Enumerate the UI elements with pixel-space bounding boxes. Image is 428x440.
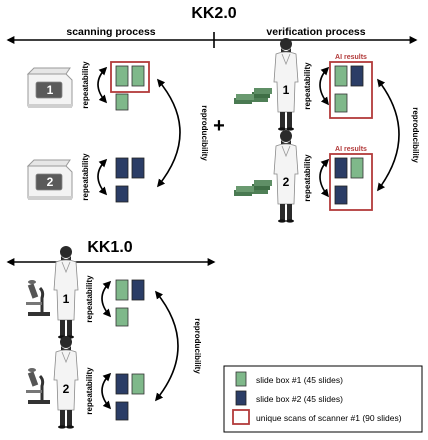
reproducibility-label-1: reproducibility [200, 105, 209, 161]
legend-swatch-red [232, 409, 250, 425]
scanner-1-number: 1 [47, 83, 54, 97]
repeatability-label-4: repeatability [303, 154, 312, 202]
slide-box-navy [334, 157, 348, 179]
slide-box-green [115, 65, 129, 87]
repeatability-label-3: repeatability [303, 62, 312, 110]
slide-box-navy [115, 401, 129, 421]
slide-box-green [334, 93, 348, 113]
slide-box-navy [115, 185, 129, 203]
reproducibility-label-3: reproducibility [193, 318, 202, 374]
slide-box-green [115, 279, 129, 301]
legend-frame [223, 365, 423, 433]
repeatability-label-1: repeatability [81, 61, 90, 109]
repeatability-arrow-1 [97, 66, 108, 104]
slide-box-green [131, 373, 145, 395]
ai-results-box-1 [329, 61, 373, 119]
title-kk1: KK1.0 [87, 239, 132, 256]
slide-stack-icon [234, 88, 272, 104]
pathologist-4-number: 2 [63, 382, 70, 396]
reproducibility-arrow-1 [156, 78, 181, 188]
legend-label-green: slide box #1 (45 slides) [256, 375, 343, 385]
reproducibility-label-2: reproducibility [411, 107, 420, 163]
plus-sign: + [213, 115, 225, 137]
ai-results-label-2: AI results [335, 146, 367, 153]
slide-box-navy [115, 157, 129, 179]
reproducibility-arrow-3 [154, 290, 179, 402]
pathologist-2-number: 2 [283, 175, 290, 189]
slide-box-navy [350, 65, 364, 87]
repeatability-label-2: repeatability [81, 153, 90, 201]
title-kk2: KK2.0 [191, 5, 236, 22]
ai-results-box-2 [329, 153, 373, 211]
microscope-2-icon [24, 366, 52, 406]
repeatability-label-5: repeatability [85, 275, 94, 323]
slide-box-green [350, 157, 364, 179]
unique-scans-box [110, 61, 150, 93]
ai-results-label-1: AI results [335, 54, 367, 61]
section-scanning: scanning process [66, 26, 155, 38]
slide-box-green [115, 93, 129, 111]
repeatability-arrow-6 [101, 372, 112, 410]
slide-box-navy [115, 373, 129, 395]
repeatability-label-6: repeatability [85, 367, 94, 415]
repeatability-arrow-4 [319, 158, 330, 198]
legend-swatch-green [235, 371, 247, 387]
slide-box-navy [131, 157, 145, 179]
repeatability-arrow-2 [97, 158, 108, 196]
repeatability-arrow-3 [319, 66, 330, 106]
reproducibility-arrow-2 [377, 78, 400, 192]
legend-swatch-navy [235, 390, 247, 406]
slide-box-green [334, 65, 348, 87]
slide-stack-icon [234, 180, 272, 196]
scanner-2-number: 2 [47, 175, 54, 189]
legend-label-navy: slide box #2 (45 slides) [256, 394, 343, 404]
slide-box-navy [334, 185, 348, 205]
slide-box-green [115, 307, 129, 327]
repeatability-arrow-5 [101, 280, 112, 318]
slide-box-navy [131, 279, 145, 301]
legend-label-red: unique scans of scanner #1 (90 slides) [256, 413, 402, 423]
pathologist-1-number: 1 [283, 83, 290, 97]
pathologist-3-number: 1 [63, 292, 70, 306]
microscope-1-icon [24, 278, 52, 318]
section-verification: verification process [266, 26, 365, 38]
slide-box-green [131, 65, 145, 87]
